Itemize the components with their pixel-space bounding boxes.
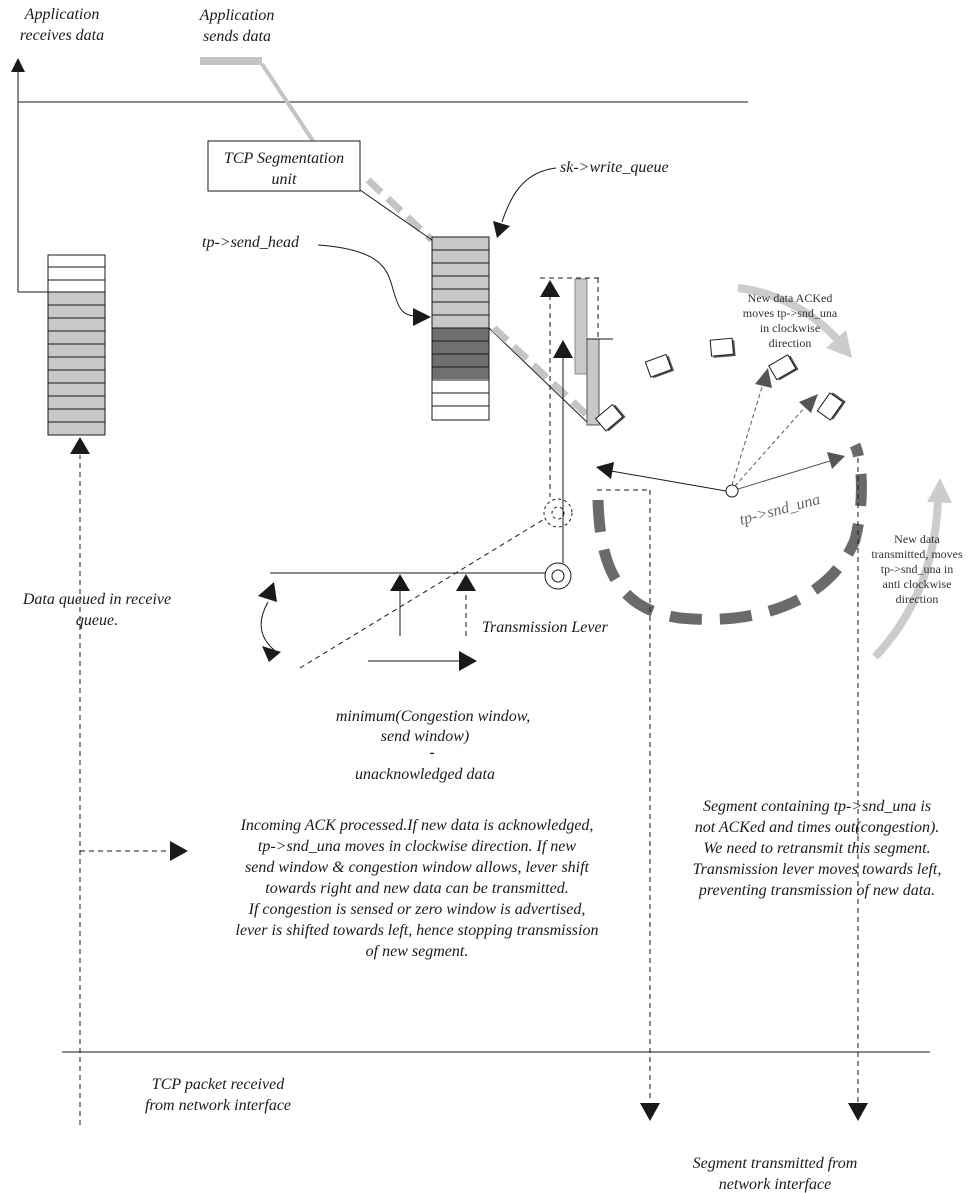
segment-timeout-line4: Transmission lever moves towards left, xyxy=(693,861,942,878)
new-data-transmitted-line1: New data xyxy=(894,532,940,546)
data-queued-line1: Data queued in receive xyxy=(22,591,171,608)
clockwise-gray-arrow xyxy=(737,284,841,343)
receive-path-arrowhead xyxy=(70,437,90,454)
incoming-ack-line3: send window & congestion window allows, … xyxy=(245,859,590,876)
snd-una-dashed-1-head xyxy=(755,368,772,388)
receive-queue xyxy=(47,254,106,436)
lever-right-arrowhead xyxy=(459,651,477,671)
new-data-acked-line1: New data ACKed xyxy=(748,291,833,305)
lever-rotation-arc xyxy=(260,601,275,651)
app-sends-label-line1: Application xyxy=(199,7,275,24)
transmit-path-2-arrowhead xyxy=(848,1103,868,1121)
tcp-segmentation-unit-line2: unit xyxy=(272,171,297,188)
snd-una-arrow-left xyxy=(610,470,727,492)
send-head-pointer-arrowhead xyxy=(413,308,431,326)
incoming-ack-line1: Incoming ACK processed.If new data is ac… xyxy=(240,817,594,834)
new-data-acked-line4: direction xyxy=(769,336,812,350)
app-sends-label-line2: sends data xyxy=(203,28,271,45)
upper-dashed-arrowhead xyxy=(540,280,560,297)
write-queue-pointer xyxy=(501,167,557,223)
write-queue-label: sk->write_queue xyxy=(560,159,669,176)
new-data-acked-line3: in clockwise xyxy=(760,321,820,335)
tcp-segmentation-unit-line1: TCP Segmentation xyxy=(224,150,344,167)
data-queued-line2: queue. xyxy=(76,612,118,629)
clockwise-gray-arrowhead xyxy=(826,330,852,358)
app-receives-label-line1: Application xyxy=(24,6,100,23)
segment-transmitted-line1: Segment transmitted from xyxy=(693,1155,858,1172)
packet-received-line2: from network interface xyxy=(145,1097,291,1114)
incoming-ack-line7: of new segment. xyxy=(366,943,469,960)
transmission-lever-label: Transmission Lever xyxy=(482,619,609,636)
send-head-pointer xyxy=(317,244,415,317)
ghost-pivot-inner xyxy=(551,506,565,520)
segment-timeout-line2: not ACKed and times out(congestion). xyxy=(695,819,940,836)
new-data-acked-line2: moves tp->snd_una xyxy=(743,306,838,320)
lever-rotation-arrowhead-bottom xyxy=(262,646,281,662)
new-data-transmitted-line5: direction xyxy=(896,592,939,606)
tcp-segmentation-unit-box xyxy=(207,140,361,192)
anticlockwise-gray-arrowhead xyxy=(927,478,952,503)
app-receives-label-line2: receives data xyxy=(20,27,104,44)
gray-bar-top xyxy=(574,278,588,375)
app-receive-path xyxy=(17,70,48,293)
ghost-pivot-outer xyxy=(543,498,573,528)
segment-ring xyxy=(592,442,867,625)
anticlockwise-gray-arrow xyxy=(872,499,942,660)
ack-process-arrowhead xyxy=(170,841,188,861)
transmit-path-1-arrowhead xyxy=(640,1103,660,1121)
lever-tilted-dashed xyxy=(299,517,547,669)
segment-transmitted-line2: network interface xyxy=(719,1176,831,1193)
snd-una-arrow-right xyxy=(737,460,831,490)
incoming-ack-line4: towards right and new data can be transm… xyxy=(265,880,568,897)
snd-una-label: tp->snd_una xyxy=(738,491,822,529)
segmentation-feed-dashes xyxy=(365,177,435,243)
snd-una-dashed-2 xyxy=(734,405,807,487)
queue-out-dashes xyxy=(491,325,593,421)
snd-una-dashed-1 xyxy=(731,383,764,486)
app-sends-connector xyxy=(260,62,315,143)
write-queue xyxy=(431,236,490,421)
gray-step-bar xyxy=(586,338,600,426)
incoming-ack-line6: lever is shifted towards left, hence sto… xyxy=(236,922,599,939)
formula-line2: send window) xyxy=(381,728,469,745)
segment-timeout-line5: preventing transmission of new data. xyxy=(698,882,935,899)
new-data-transmitted-line4: anti clockwise xyxy=(883,577,952,591)
app-receive-arrowhead xyxy=(11,58,25,72)
queue-out-line xyxy=(488,327,591,426)
snd-una-arrow-left-head xyxy=(596,462,614,479)
write-queue-pointer-arrowhead xyxy=(493,221,510,238)
lever-up-arrowhead-dashed xyxy=(456,574,476,591)
snd-una-center xyxy=(725,484,739,498)
formula-line3: - xyxy=(429,744,434,761)
segment-timeout-line1: Segment containing tp->snd_una is xyxy=(703,798,931,815)
segment-timeout-line3: We need to retransmit this segment. xyxy=(703,840,930,857)
new-data-transmitted-line3: tp->snd_una in xyxy=(881,562,953,576)
lever-rotation-arrowhead-top xyxy=(258,582,277,602)
snd-una-arrow-right-head xyxy=(827,452,845,469)
incoming-ack-line2: tp->snd_una moves in clockwise direction… xyxy=(258,838,576,855)
formula-line4: unacknowledged data xyxy=(355,766,495,783)
packet-received-line1: TCP packet received xyxy=(152,1076,285,1093)
pivot-inner xyxy=(551,569,565,583)
ring-segment-boxes xyxy=(594,337,846,432)
segmentation-feed-line xyxy=(359,189,433,241)
snd-una-dashed-2-head xyxy=(799,394,818,413)
new-data-transmitted-line2: transmitted, moves xyxy=(871,547,963,561)
lever-post-arrowhead xyxy=(553,340,573,358)
lever-up-arrowhead-solid xyxy=(390,574,410,591)
formula-line1: minimum(Congestion window, xyxy=(336,708,530,725)
incoming-ack-line5: If congestion is sensed or zero window i… xyxy=(248,901,586,918)
send-head-label: tp->send_head xyxy=(202,234,300,251)
